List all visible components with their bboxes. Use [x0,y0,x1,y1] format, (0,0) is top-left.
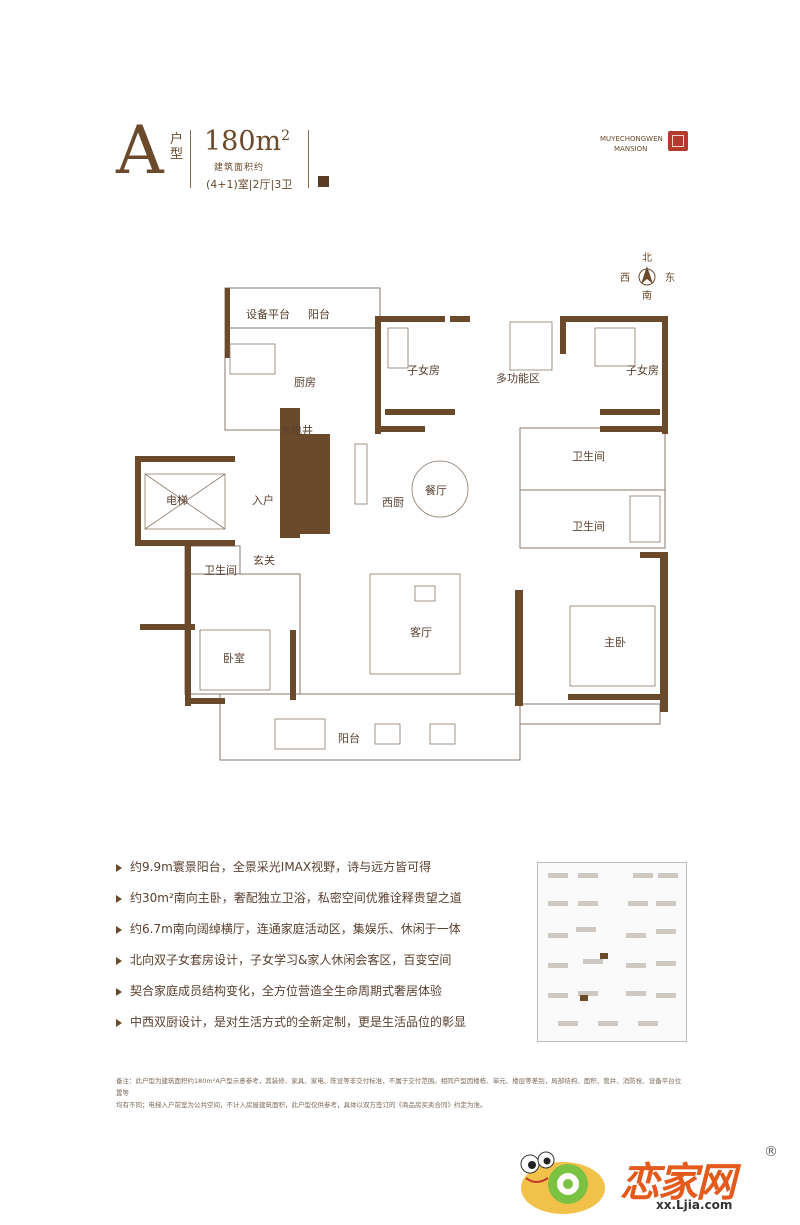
label-bathroom-small: 卫生间 [204,563,237,577]
feature-item: 契合家庭成员结构变化，全方位营造全生命周期式奢居体验 [116,982,516,1013]
label-living-room: 客厅 [410,625,432,639]
label-multi-function: 多功能区 [496,371,540,385]
bullet-icon [116,894,122,903]
label-bathroom-top: 卫生间 [572,449,605,463]
brand-seal-icon [668,131,688,151]
compass-south: 南 [642,289,652,302]
feature-item: 中西双厨设计，是对生活方式的全新定制，更是生活品位的彰显 [116,1013,516,1044]
bullet-icon [116,956,122,965]
unit-area: 180m2 [204,126,291,157]
header-square-mark [318,176,329,187]
feature-list: 约9.9m寰景阳台，全景采光IMAX视野，诗与远方皆可得 约30m²南向主卧，奢… [116,858,516,1044]
snail-mascot-icon [520,1151,605,1214]
label-master-bedroom: 主卧 [604,636,626,649]
compass-west: 西 [620,273,630,284]
label-entry: 入户 [252,493,274,507]
site-plan-graphic [548,873,678,1026]
area-caption: 建筑面积约 [214,163,265,173]
header-divider-left [190,130,191,188]
compass-icon: 北 西 东 南 [620,252,675,302]
label-child-room-right: 子女房 [626,363,659,377]
bullet-icon [116,863,122,872]
header-divider-right [308,130,309,188]
unit-type-suffix: 户型 [170,132,184,162]
label-balcony-top: 阳台 [308,307,330,321]
label-water-elec-shaft: 水电井 [280,423,313,437]
bullet-icon [116,987,122,996]
watermark-url: xx.Ljia.com [656,1198,733,1212]
label-western-kitchen: 西厨 [382,496,404,509]
feature-item: 约6.7m南向阔绰横厅，连通家庭活动区，集娱乐、休闲于一体 [116,920,516,951]
label-child-room-left: 子女房 [407,363,440,377]
feature-item: 北向双子女套房设计，子女学习&家人休闲会客区，百变空间 [116,951,516,982]
unit-type-letter: A [116,112,164,189]
label-kitchen: 厨房 [294,376,316,389]
site-plan-thumbnail [537,862,687,1042]
label-bathroom-mid: 卫生间 [572,519,605,533]
registered-mark: ® [764,1144,778,1160]
bullet-icon [116,1018,122,1027]
feature-item: 约30m²南向主卧，奢配独立卫浴，私密空间优雅诠释贵望之道 [116,889,516,920]
floor-plan: 设备平台 阳台 厨房 水电井 电梯 入户 玄关 卫生间 卧室 子女房 多功能区 … [135,287,668,761]
feature-item: 约9.9m寰景阳台，全景采光IMAX视野，诗与远方皆可得 [116,858,516,889]
bullet-icon [116,925,122,934]
room-config: (4+1)室|2厅|3卫 [206,178,293,191]
compass-north: 北 [642,252,652,264]
compass-east: 东 [665,271,675,284]
watermark-logo-text: 恋家网 [620,1160,736,1206]
disclaimer-note: 备注：此户型为建筑面积约180m²A户型示意参考，其装修、家具、家电、陈设等非交… [116,1077,682,1109]
label-foyer: 玄关 [253,553,275,567]
label-dining: 餐厅 [425,483,447,497]
label-bedroom: 卧室 [223,651,245,665]
label-balcony-bottom: 阳台 [338,731,360,745]
label-equipment-platform: 设备平台 [246,307,290,321]
label-elevator: 电梯 [166,494,188,507]
